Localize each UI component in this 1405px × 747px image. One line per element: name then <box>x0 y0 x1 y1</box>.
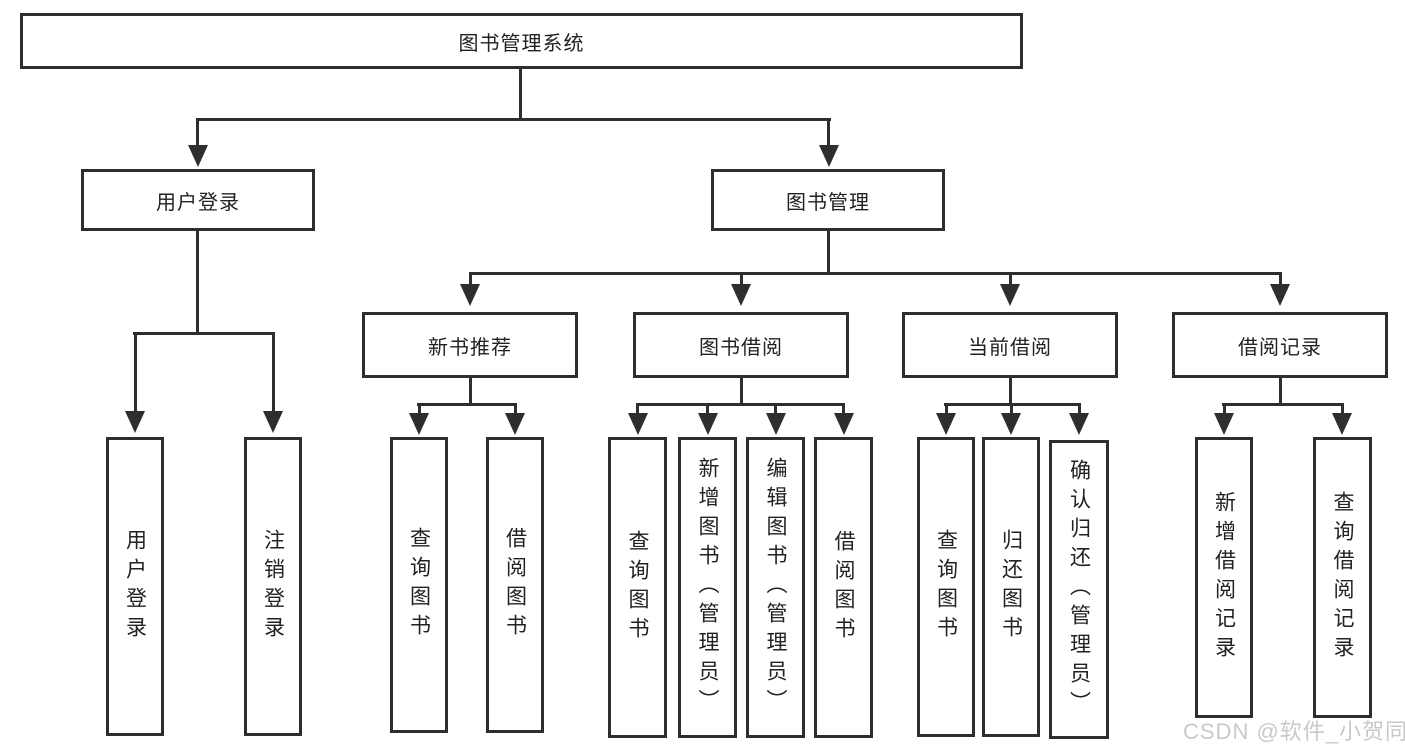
node-label: 新增图书（管理员） <box>696 457 719 718</box>
connector-h-user-login-split <box>133 332 275 335</box>
node-book-management: 图书管理 <box>711 169 945 231</box>
node-label: 图书管理系统 <box>458 32 585 55</box>
arrow-down-icon <box>731 284 751 306</box>
connector-h-new-book-split <box>417 403 517 406</box>
connector-v-leaf <box>514 403 517 413</box>
node-label: 注销登录 <box>261 528 285 645</box>
connector-h-borrow-records-split <box>1222 403 1344 406</box>
node-label: 查询图书 <box>934 529 958 645</box>
leaf-logout: 注销登录 <box>244 437 302 736</box>
connector-v-borrow-records-down <box>1279 378 1282 406</box>
connector-v-leaf <box>134 332 137 411</box>
node-label: 编辑图书（管理员） <box>764 457 787 718</box>
node-label: 查询借阅记录 <box>1331 490 1354 665</box>
node-user-login: 用户登录 <box>81 169 315 231</box>
connector-v-to-book-borrow <box>740 272 743 284</box>
leaf-edit-books-admin: 编辑图书（管理员） <box>746 437 805 738</box>
arrow-down-icon <box>409 413 429 435</box>
connector-v-to-new-book <box>469 272 472 284</box>
arrow-down-icon <box>1332 413 1352 435</box>
arrow-down-icon <box>263 411 283 433</box>
leaf-query-books: 查询图书 <box>917 437 975 737</box>
arrow-down-icon <box>460 284 480 306</box>
connector-h-level3 <box>469 272 1282 275</box>
connector-v-to-borrow-records <box>1279 272 1282 284</box>
node-label: 查询图书 <box>626 529 649 646</box>
arrow-down-icon <box>1069 413 1089 435</box>
connector-v-leaf <box>1078 403 1081 413</box>
arrow-down-icon <box>1000 284 1020 306</box>
node-label: 借阅图书 <box>503 527 527 643</box>
arrow-down-icon <box>766 413 786 435</box>
connector-v-leaf <box>945 403 948 413</box>
arrow-down-icon <box>628 413 648 435</box>
connector-v-to-user-login <box>196 118 199 145</box>
leaf-query-books: 查询图书 <box>608 437 667 738</box>
node-label: 借阅记录 <box>1238 336 1322 359</box>
connector-v-leaf <box>1010 403 1013 413</box>
node-label: 查询图书 <box>407 527 431 643</box>
leaf-user-login: 用户登录 <box>106 437 164 736</box>
node-label: 当前借阅 <box>968 336 1052 359</box>
arrow-down-icon <box>1270 284 1290 306</box>
connector-v-leaf <box>842 403 845 413</box>
arrow-down-icon <box>1001 413 1021 435</box>
leaf-return-books: 归还图书 <box>982 437 1040 737</box>
node-label: 借阅图书 <box>832 529 855 646</box>
leaf-query-books: 查询图书 <box>390 437 448 733</box>
arrow-down-icon <box>834 413 854 435</box>
leaf-confirm-return-admin: 确认归还（管理员） <box>1049 440 1109 739</box>
connector-v-to-current-borrow <box>1009 272 1012 284</box>
connector-v-user-login-down <box>196 231 199 335</box>
arrow-down-icon <box>1214 413 1234 435</box>
node-borrowing-records: 借阅记录 <box>1172 312 1388 378</box>
connector-v-leaf <box>774 403 777 413</box>
leaf-borrow-books: 借阅图书 <box>486 437 544 733</box>
connector-v-new-book-down <box>469 378 472 406</box>
leaf-add-books-admin: 新增图书（管理员） <box>678 437 737 738</box>
arrow-down-icon <box>936 413 956 435</box>
connector-v-leaf <box>706 403 709 413</box>
leaf-query-borrow-record: 查询借阅记录 <box>1313 437 1372 718</box>
node-label: 确认归还（管理员） <box>1067 459 1091 720</box>
arrow-down-icon <box>698 413 718 435</box>
arrow-down-icon <box>505 413 525 435</box>
connector-v-leaf <box>272 332 275 411</box>
connector-v-root <box>519 68 522 121</box>
connector-h-book-borrow-split <box>636 403 845 406</box>
connector-v-leaf <box>1223 403 1226 413</box>
node-library-management-system: 图书管理系统 <box>20 13 1023 69</box>
node-book-borrowing: 图书借阅 <box>633 312 849 378</box>
node-label: 用户登录 <box>123 528 147 645</box>
node-label: 图书借阅 <box>699 336 783 359</box>
node-label: 新增借阅记录 <box>1212 490 1236 665</box>
connector-v-current-borrow-down <box>1009 378 1012 406</box>
watermark: CSDN @软件_小贺同学 <box>1183 719 1405 744</box>
arrow-down-icon <box>188 145 208 167</box>
connector-v-book-borrow-down <box>740 378 743 406</box>
connector-v-to-book-management <box>827 118 830 145</box>
arrow-down-icon <box>125 411 145 433</box>
connector-v-leaf <box>418 403 421 413</box>
node-new-book-recommendation: 新书推荐 <box>362 312 578 378</box>
connector-v-leaf <box>636 403 639 413</box>
arrow-down-icon <box>819 145 839 167</box>
connector-v-book-management-down <box>827 231 830 275</box>
leaf-borrow-books: 借阅图书 <box>814 437 873 738</box>
connector-h-level2 <box>196 118 831 121</box>
leaf-add-borrow-record: 新增借阅记录 <box>1195 437 1253 718</box>
connector-v-leaf <box>1341 403 1344 413</box>
node-label: 新书推荐 <box>428 336 512 359</box>
node-label: 图书管理 <box>786 191 870 214</box>
node-label: 用户登录 <box>156 191 240 214</box>
node-current-borrowing: 当前借阅 <box>902 312 1118 378</box>
node-label: 归还图书 <box>999 529 1023 645</box>
